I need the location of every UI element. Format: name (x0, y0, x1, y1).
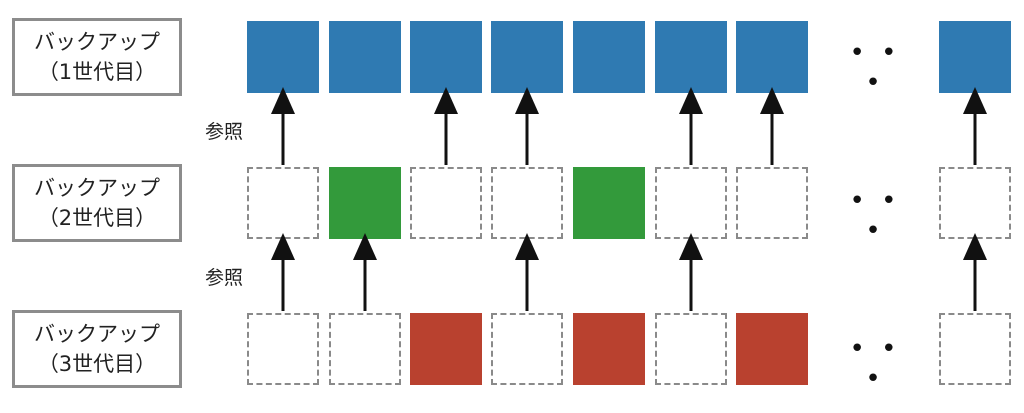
gen2-label-line1: バックアップ (34, 176, 160, 200)
gen2-block-7 (736, 167, 808, 239)
gen1-block-7 (736, 21, 808, 93)
gen3-label-line2: （3世代目） (37, 352, 157, 376)
gen1-block-5 (573, 21, 645, 93)
gen3-block-3 (410, 313, 482, 385)
gen1-block-8 (939, 21, 1011, 93)
gen2-label-line2: （2世代目） (37, 206, 157, 230)
gen2-label-box: バックアップ （2世代目） (12, 164, 182, 242)
gen1-label-line1: バックアップ (34, 30, 160, 54)
gen1-block-1 (247, 21, 319, 93)
gen1-label-box: バックアップ （1世代目） (12, 18, 182, 96)
gen2-block-3 (410, 167, 482, 239)
gen2-ellipsis: • • • (849, 186, 901, 246)
gen1-block-3 (410, 21, 482, 93)
gen3-block-1 (247, 313, 319, 385)
gen1-ellipsis: • • • (849, 38, 901, 98)
gen3-label-box: バックアップ （3世代目） (12, 310, 182, 388)
gen2-block-6 (655, 167, 727, 239)
gen3-block-8 (939, 313, 1011, 385)
gen3-block-6 (655, 313, 727, 385)
gen3-block-4 (491, 313, 563, 385)
gen3-label-line1: バックアップ (34, 322, 160, 346)
gen2-block-5 (573, 167, 645, 239)
gen3-block-7 (736, 313, 808, 385)
gen2-block-1 (247, 167, 319, 239)
gen2-block-4 (491, 167, 563, 239)
gen1-block-2 (329, 21, 401, 93)
gen1-block-4 (491, 21, 563, 93)
gen1-label-line2: （1世代目） (37, 60, 157, 84)
gen1-block-6 (655, 21, 727, 93)
reference-label-lower: 参照 (205, 267, 244, 289)
reference-label-upper: 参照 (205, 121, 244, 143)
gen2-block-2 (329, 167, 401, 239)
gen3-block-2 (329, 313, 401, 385)
gen3-block-5 (573, 313, 645, 385)
gen3-ellipsis: • • • (849, 334, 901, 394)
